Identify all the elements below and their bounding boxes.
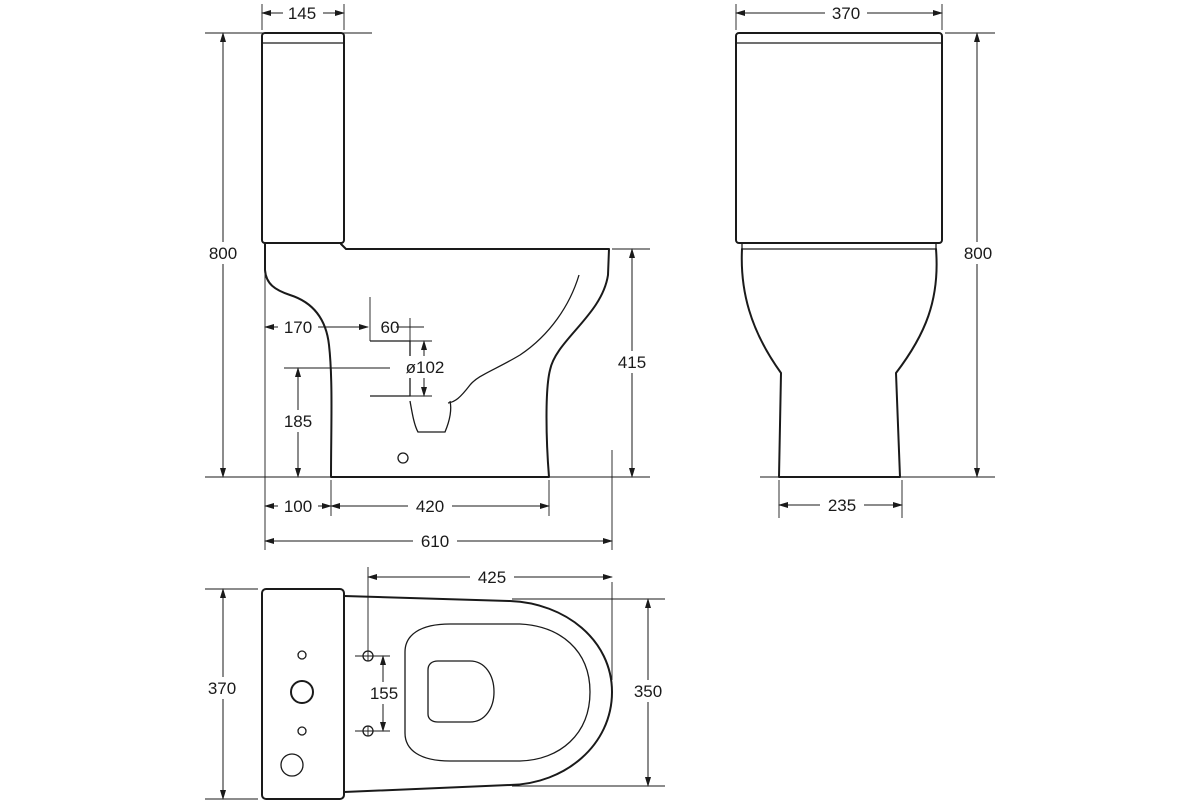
side-bowl xyxy=(264,243,610,478)
front-view xyxy=(735,32,943,478)
dim-foot-length: 420 xyxy=(416,497,444,516)
dim-foot-offset: 100 xyxy=(284,497,312,516)
dim-height-side: 800 xyxy=(209,244,237,263)
side-fixing-hole xyxy=(397,452,409,464)
dim-outlet-height: 185 xyxy=(284,412,312,431)
top-bowl-opening xyxy=(427,660,495,723)
dim-bowl-length: 425 xyxy=(478,568,506,587)
dim-bowl-width: 350 xyxy=(634,682,662,701)
front-view-dimensions: 370 800 235 xyxy=(735,3,1001,518)
top-bowl xyxy=(343,595,613,793)
top-tank xyxy=(261,588,345,800)
front-tank xyxy=(735,32,943,244)
dim-bowl-height: 415 xyxy=(618,353,646,372)
dim-outlet-width: 60 xyxy=(381,318,400,337)
dim-tank-depth: 145 xyxy=(288,4,316,23)
top-view xyxy=(261,588,613,800)
dim-foot-width: 235 xyxy=(828,496,856,515)
front-bowl xyxy=(740,248,938,478)
side-tank xyxy=(261,32,345,244)
dim-outlet-offset: 170 xyxy=(284,318,312,337)
top-seat xyxy=(404,623,591,762)
dim-bolt-spacing: 155 xyxy=(370,684,398,703)
dim-total-length: 610 xyxy=(421,532,449,551)
dim-width-top: 370 xyxy=(208,679,236,698)
dim-height-front: 800 xyxy=(964,244,992,263)
top-hole-small-upper xyxy=(297,650,307,660)
side-view-dimensions: 145 800 170 60 ø102 185 415 xyxy=(200,3,652,552)
flush-button-icon xyxy=(290,680,314,704)
dim-tank-width: 370 xyxy=(832,4,860,23)
dim-outlet-diameter: ø102 xyxy=(406,358,445,377)
top-inlet-hole xyxy=(280,753,304,777)
side-view xyxy=(205,32,650,478)
top-hole-small-lower xyxy=(297,726,307,736)
top-view-dimensions: 425 370 155 350 xyxy=(200,566,670,800)
